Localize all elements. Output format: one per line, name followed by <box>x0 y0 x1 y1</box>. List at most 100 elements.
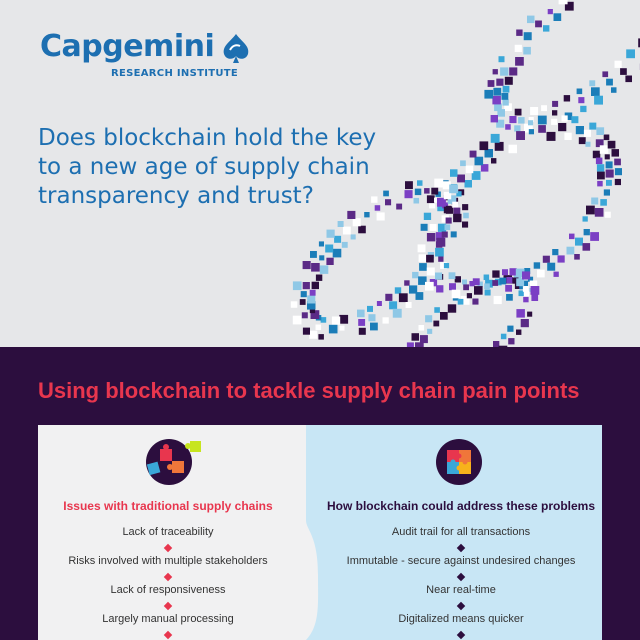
logo-subtitle: RESEARCH INSTITUTE <box>111 68 239 79</box>
chain-block <box>417 244 426 253</box>
chain-block <box>332 248 342 258</box>
chain-block <box>552 100 559 107</box>
chain-block <box>444 224 451 231</box>
chain-block <box>450 231 457 238</box>
puzzle-pieces-icon <box>146 439 201 485</box>
chain-block <box>463 284 469 291</box>
chain-block <box>578 137 586 145</box>
chain-block <box>506 277 513 284</box>
chain-block <box>514 108 522 116</box>
chain-block <box>426 195 435 204</box>
chain-block <box>472 278 480 286</box>
chain-block <box>591 87 600 96</box>
chain-block <box>307 301 316 310</box>
chain-block <box>318 241 324 247</box>
chain-block <box>603 134 610 141</box>
chain-block <box>520 319 529 328</box>
chain-block <box>426 267 435 276</box>
pain-points-section: Using blockchain to tackle supply chain … <box>0 347 640 640</box>
section-title: Using blockchain to tackle supply chain … <box>38 378 580 403</box>
chain-block <box>452 201 459 208</box>
logo-wordmark: Capgemini <box>40 29 215 64</box>
chain-block <box>546 131 556 141</box>
chain-block <box>484 289 491 296</box>
issues-panel: Issues with traditional supply chains La… <box>38 425 320 640</box>
diamond-separator-icon <box>456 543 466 553</box>
chain-block <box>433 320 440 327</box>
chain-block <box>404 190 413 199</box>
chain-block <box>590 232 599 241</box>
chain-block <box>480 164 489 172</box>
chain-block <box>419 335 428 344</box>
chain-block <box>457 298 464 305</box>
chain-block <box>435 272 443 280</box>
chain-block <box>434 307 440 313</box>
chain-block <box>440 312 448 320</box>
chain-block <box>462 279 467 285</box>
chain-block <box>290 301 298 308</box>
chain-block <box>426 233 436 242</box>
chain-block <box>435 232 445 241</box>
solutions-panel: How blockchain could address these probl… <box>306 425 602 640</box>
chain-block <box>528 129 534 135</box>
chain-block <box>435 247 444 257</box>
chain-block <box>309 307 316 314</box>
chain-block <box>443 191 452 200</box>
chain-block <box>427 328 433 334</box>
chain-block <box>315 274 323 281</box>
chain-block <box>592 150 601 159</box>
chain-block <box>527 311 533 317</box>
chain-block <box>595 157 603 165</box>
chain-block <box>506 294 513 301</box>
chain-block <box>484 283 490 289</box>
chain-block <box>463 212 469 219</box>
chain-block <box>523 291 530 297</box>
chain-block <box>505 284 512 292</box>
list-item: Digitalized means quicker <box>398 613 524 625</box>
diamond-separator-icon <box>163 601 173 611</box>
chain-block <box>501 93 509 100</box>
chain-block <box>497 109 505 117</box>
chain-block <box>518 290 525 297</box>
chain-block <box>611 149 619 157</box>
chain-block <box>443 205 452 214</box>
chain-block <box>460 160 466 167</box>
chain-block <box>404 280 410 286</box>
chain-block <box>492 280 499 286</box>
issues-heading: Issues with traditional supply chains <box>63 499 273 513</box>
chain-block <box>606 78 613 86</box>
chain-block <box>566 246 575 255</box>
chain-block <box>576 88 583 95</box>
chain-block <box>448 272 456 280</box>
chain-block <box>543 25 550 32</box>
chain-block <box>415 292 424 300</box>
chain-block <box>625 75 632 83</box>
chain-block <box>319 265 329 274</box>
chain-block <box>537 269 545 278</box>
chain-block <box>426 254 434 263</box>
chain-block <box>509 116 517 124</box>
chain-block <box>600 199 607 206</box>
chain-block <box>469 150 477 158</box>
chain-block <box>502 99 509 106</box>
chain-block <box>394 287 402 294</box>
solutions-column: How blockchain could address these probl… <box>320 425 602 640</box>
chain-block <box>535 20 542 28</box>
chain-block <box>425 281 434 291</box>
blockchain-chain-graphic <box>290 0 640 347</box>
chain-block <box>504 76 513 85</box>
chain-block <box>309 289 316 296</box>
chain-block <box>558 0 568 5</box>
chain-block <box>302 327 310 335</box>
chain-block <box>596 127 605 135</box>
chain-block <box>398 293 408 303</box>
chain-block <box>523 32 532 41</box>
chain-block <box>389 301 398 310</box>
chain-block <box>307 295 316 304</box>
chain-block <box>469 281 475 287</box>
chain-block <box>507 325 514 332</box>
chain-block <box>547 262 556 271</box>
chain-block <box>537 115 547 125</box>
chain-block <box>440 262 447 269</box>
chain-block <box>496 119 505 128</box>
